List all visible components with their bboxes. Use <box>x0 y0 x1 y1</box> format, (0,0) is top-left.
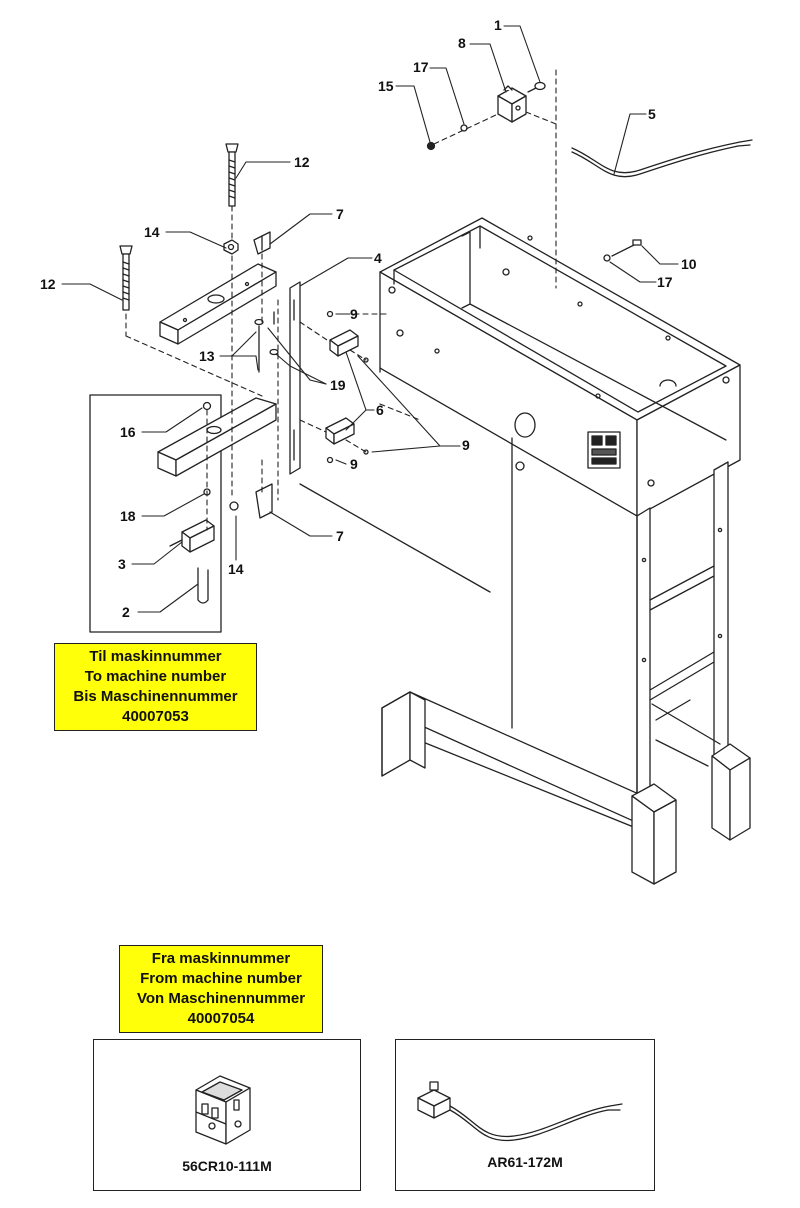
exploded-parts-drawing: 1 8 17 15 5 12 14 7 12 4 9 13 19 6 9 9 1… <box>40 17 753 885</box>
sensor-assembly <box>426 81 753 178</box>
callout-numbers: 1 8 17 15 5 12 14 7 12 4 9 13 19 6 9 9 1… <box>40 17 697 620</box>
callout-16: 16 <box>120 424 136 440</box>
note-from-line-1: Fra maskinnummer <box>151 950 291 967</box>
callout-19: 19 <box>330 377 346 393</box>
note-to-line-2: To machine number <box>84 668 227 685</box>
upper-mounting-bar <box>159 239 277 345</box>
callout-9-top: 9 <box>350 306 358 322</box>
callout-9-bottom: 9 <box>350 456 358 472</box>
note-from-line-3: Von Maschinennummer <box>136 990 306 1007</box>
callout-7-upper: 7 <box>336 206 344 222</box>
note-to-line-4: 40007053 <box>122 708 189 725</box>
callout-2: 2 <box>122 604 130 620</box>
callout-12-upper: 12 <box>294 154 310 170</box>
machine-stand <box>299 217 751 885</box>
part-code-switch-block: 56CR10-111M <box>182 1158 272 1174</box>
callout-17-top: 17 <box>413 59 429 75</box>
callout-7-lower: 7 <box>336 528 344 544</box>
part-box-sensor-cable: AR61-172M <box>395 1039 655 1191</box>
callout-17-right: 17 <box>657 274 673 290</box>
callout-14-lower: 14 <box>228 561 244 577</box>
note-to-line-3: Bis Maschinennummer <box>73 688 238 705</box>
part-box-switch-block: 56CR10-111M <box>93 1039 361 1191</box>
callout-10: 10 <box>681 256 697 272</box>
old-version-detail <box>89 394 277 633</box>
note-from-line-4: 40007054 <box>187 1010 255 1027</box>
assembly-guides <box>125 69 557 531</box>
callout-1: 1 <box>494 17 502 33</box>
callout-8: 8 <box>458 35 466 51</box>
callout-13: 13 <box>199 348 215 364</box>
brackets-and-rails <box>253 231 369 519</box>
callout-9-right: 9 <box>462 437 470 453</box>
sensor-cable-illustration <box>417 1081 623 1142</box>
switch-block-illustration <box>195 1075 251 1145</box>
bolts <box>119 143 642 311</box>
callout-5: 5 <box>648 106 656 122</box>
callout-15: 15 <box>378 78 394 94</box>
callout-12-left: 12 <box>40 276 56 292</box>
note-from-line-2: From machine number <box>140 970 302 987</box>
part-code-sensor-cable: AR61-172M <box>487 1154 563 1170</box>
note-from-machine-number: Fra maskinnummer From machine number Von… <box>119 945 323 1033</box>
callout-6: 6 <box>376 402 384 418</box>
callout-18: 18 <box>120 508 136 524</box>
callout-3: 3 <box>118 556 126 572</box>
leader-lines <box>61 25 679 613</box>
callout-4: 4 <box>374 250 382 266</box>
callout-14-upper: 14 <box>144 224 160 240</box>
note-to-line-1: Til maskinnummer <box>89 648 222 665</box>
note-to-machine-number: Til maskinnummer To machine number Bis M… <box>54 643 257 731</box>
